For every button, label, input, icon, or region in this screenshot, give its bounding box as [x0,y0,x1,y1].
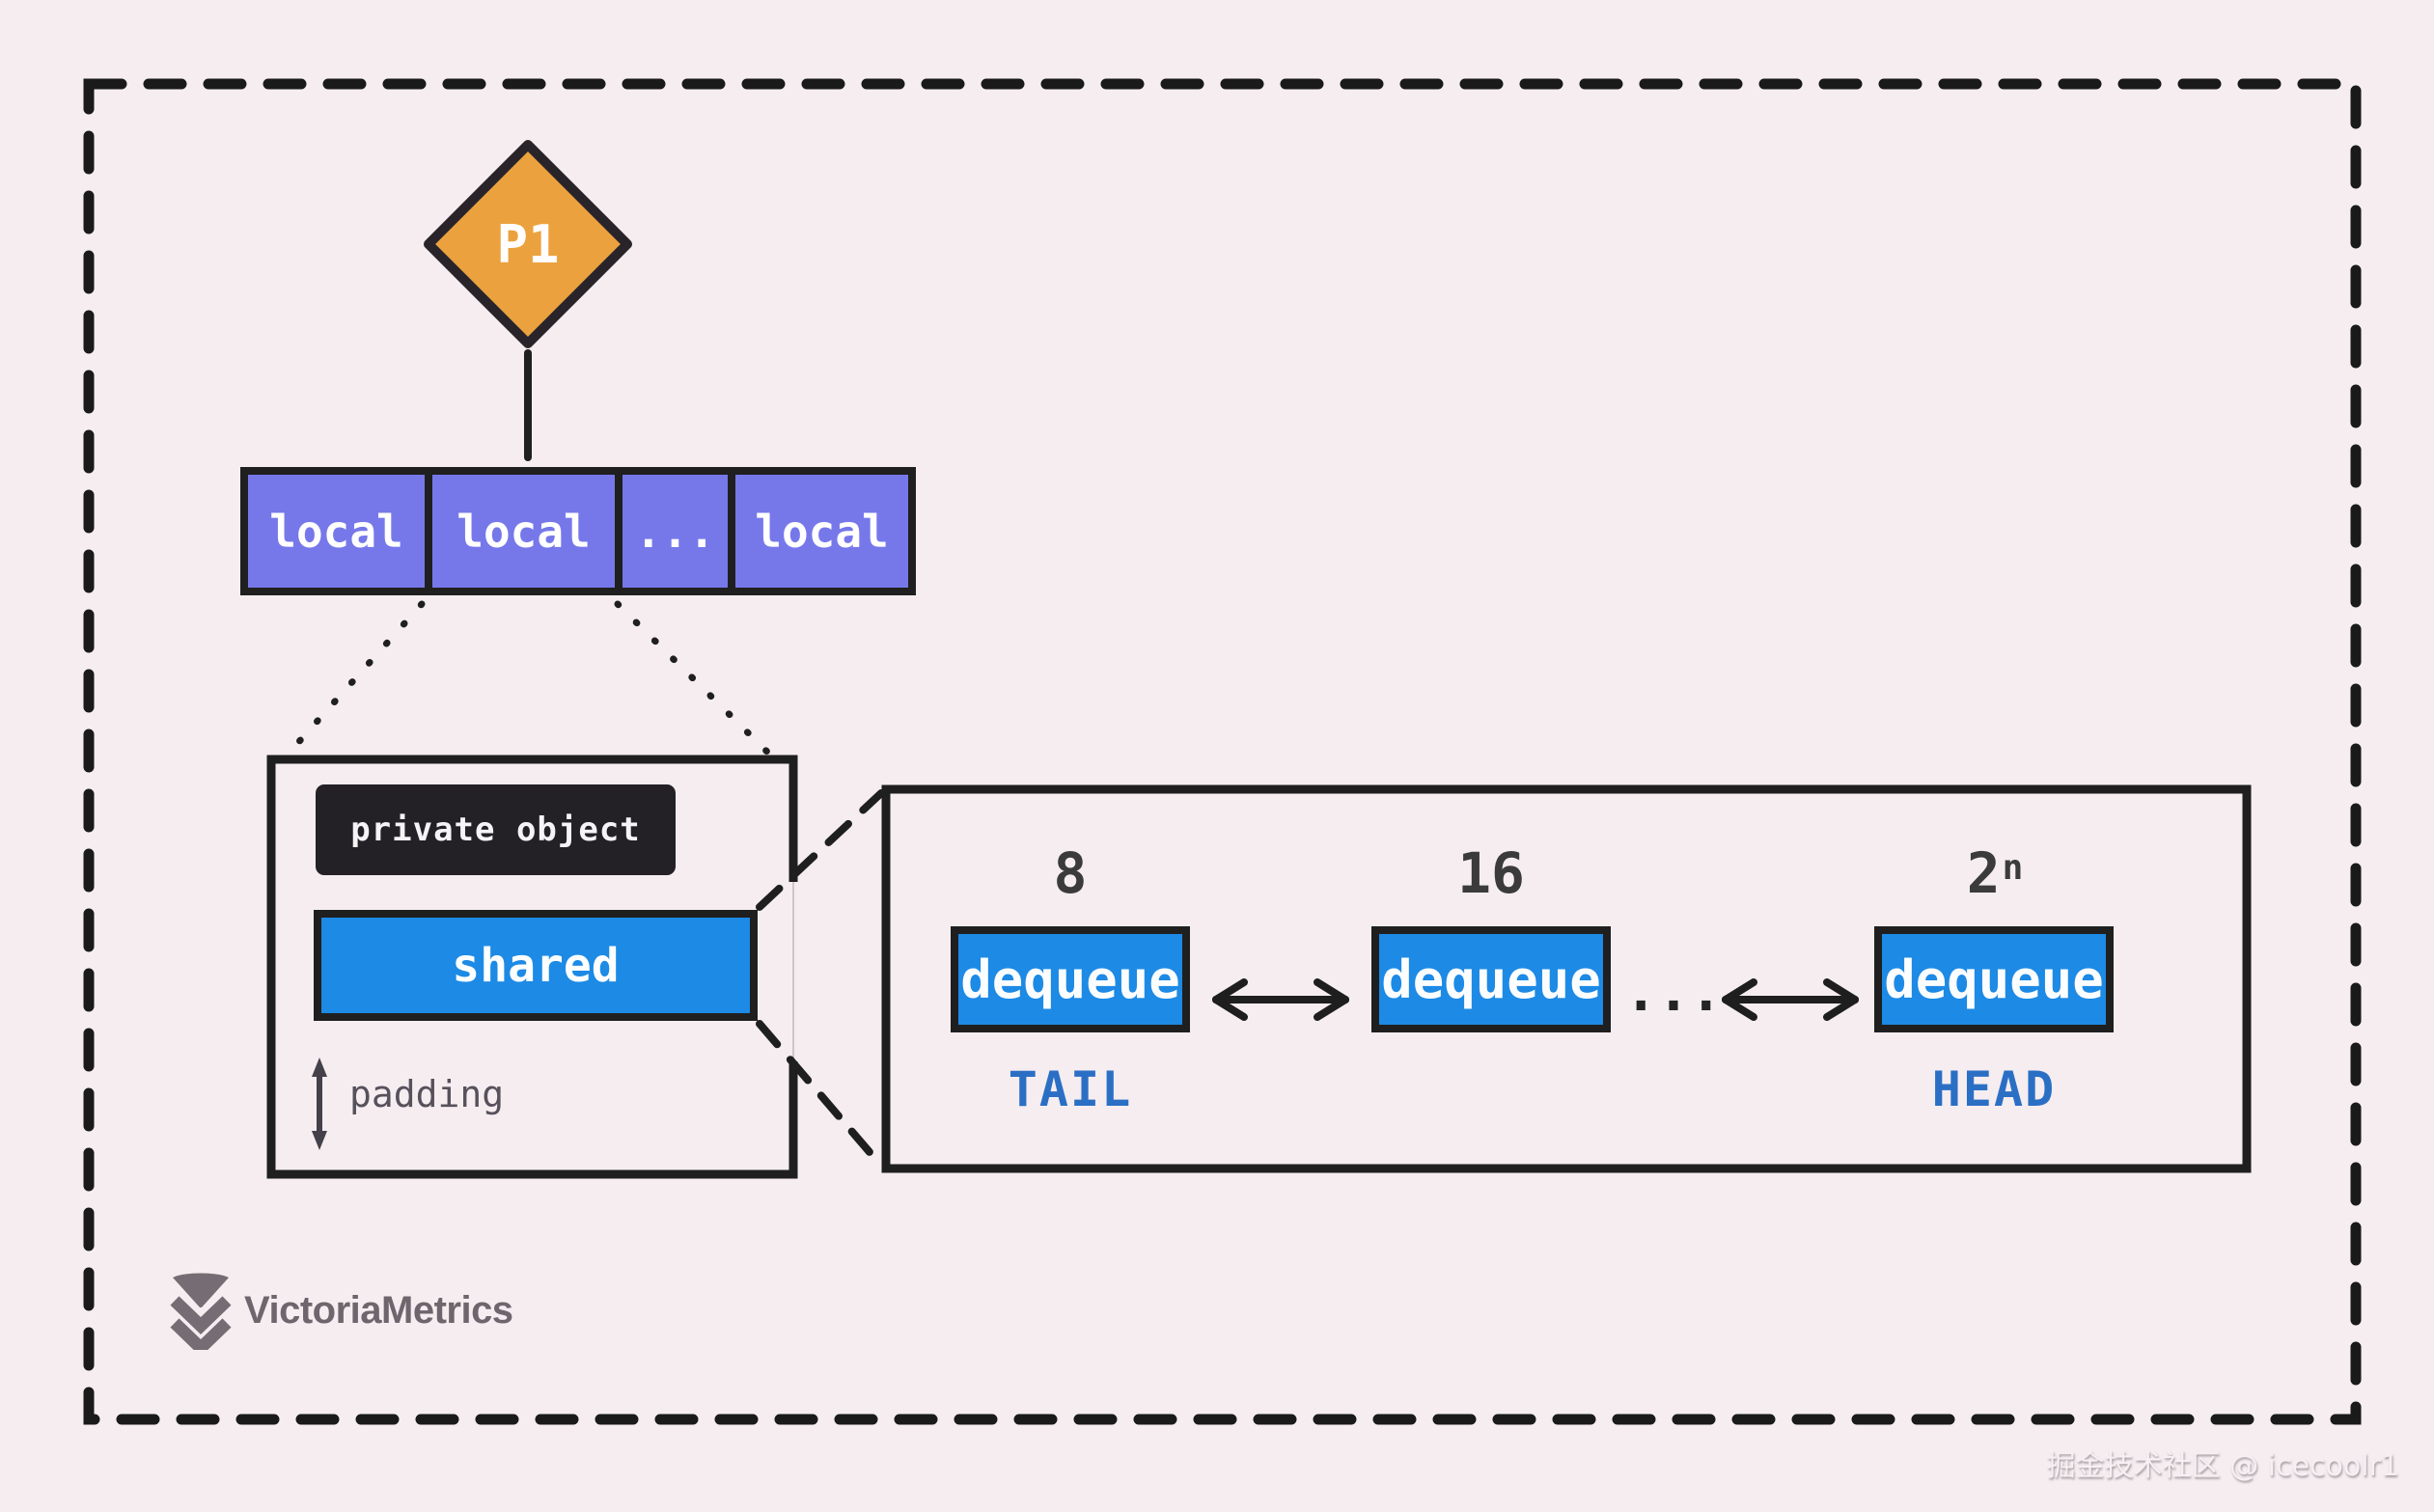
zoom-guide-line-left [283,600,426,759]
double-arrow-1 [1212,978,1349,1021]
victoriametrics-logo: VictoriaMetrics [169,1270,513,1351]
local-cell-n: local [735,475,908,588]
callout-line-top [756,789,885,911]
local-cell-1: local [432,475,615,588]
local-array-row: local local ... local [240,467,916,595]
victoriametrics-shield-icon [170,1273,232,1350]
dequeue-chain-box-border [881,784,2252,1173]
dequeue-size-exponent: n [2002,847,2024,888]
padding-label: padding [349,1073,505,1115]
dequeue-box-head: dequeue [1874,926,2114,1032]
cell-divider [425,475,432,588]
shared-box: shared [314,910,758,1021]
callout-line-bottom [756,1020,885,1169]
dequeue-box-tail: dequeue [951,926,1190,1032]
local-cell-ellipsis: ... [622,475,728,588]
tail-label: TAIL [1008,1061,1133,1117]
processor-diamond-shape [424,140,632,348]
head-label: HEAD [1931,1061,2057,1117]
processor-label: P1 [496,213,560,275]
cell-divider [615,475,622,588]
padding-measure-arrow [312,1058,327,1150]
chain-ellipsis: ... [1624,960,1723,1024]
dequeue-size-label-16: 16 [1457,840,1525,906]
double-arrow-2 [1722,978,1859,1021]
local-cell-0: local [248,475,425,588]
dequeue-box-middle: dequeue [1371,926,1611,1032]
outer-dashed-border [83,78,2362,1425]
cell-divider [728,475,735,588]
victoriametrics-wordmark: VictoriaMetrics [244,1288,513,1332]
zoom-guide-line-right [614,600,786,770]
dequeue-size-base: 2 [1966,840,2001,906]
watermark-text: 掘金技术社区 @ icecoolr1 [2046,1449,2399,1483]
dequeue-size-label-8: 8 [1053,840,1088,906]
private-object-box: private object [316,784,676,875]
